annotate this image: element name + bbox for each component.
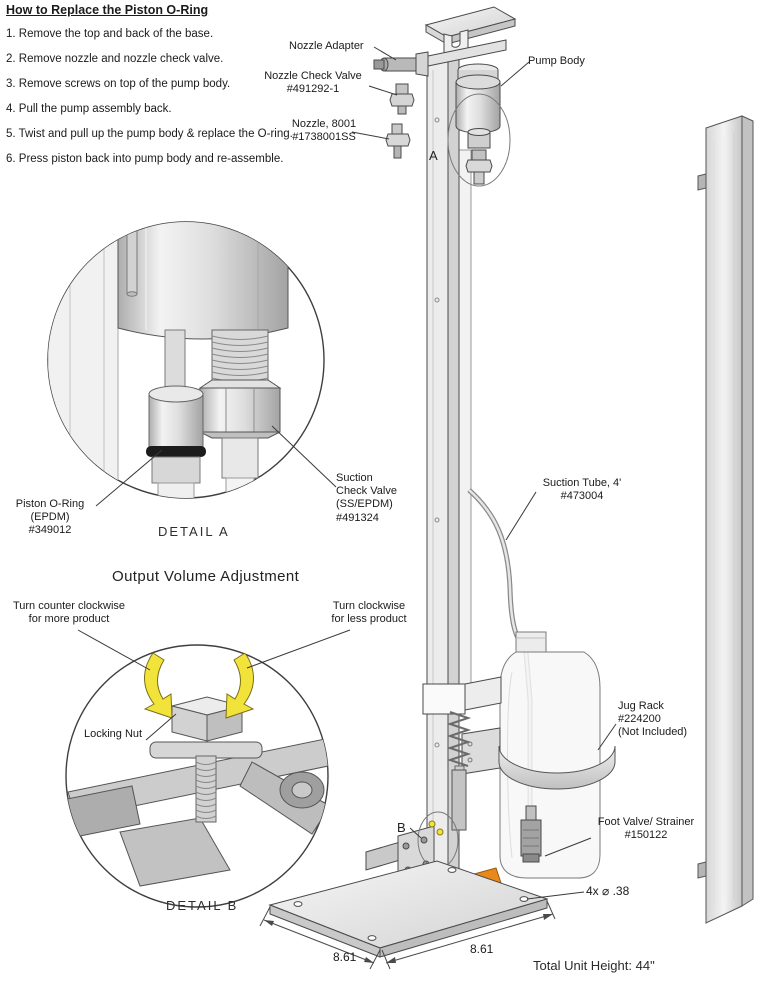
suction-check-valve-label: Suction Check Valve (SS/EPDM) #491324 <box>336 472 397 524</box>
piston-rod-tube <box>457 149 472 691</box>
spring-shape <box>446 711 472 767</box>
volume-adjustment-heading: Output Volume Adjustment <box>112 568 300 585</box>
piston-foot-shape <box>451 769 467 831</box>
detail-a-marker: A <box>429 148 438 163</box>
instruction-steps: 1. Remove the top and back of the base. … <box>6 28 293 178</box>
back-panel-illustration <box>697 115 754 924</box>
pump-body-label: Pump Body <box>528 55 585 67</box>
detail-a-illustration <box>47 221 337 507</box>
step-2: 2. Remove nozzle and nozzle check valve. <box>6 53 224 65</box>
counter-clockwise-label: Turn counter clockwise for more product <box>12 600 126 626</box>
detail-a-leaders <box>95 425 337 507</box>
jug-rack-label: Jug Rack #224200 (Not Included) <box>618 700 688 739</box>
clockwise-label: Turn clockwise for less product <box>331 600 407 626</box>
dim-left-label: 8.61 <box>333 950 357 964</box>
piston-housing-shape <box>117 222 289 340</box>
pump-block-shape <box>422 676 502 715</box>
nozzle-assembly <box>373 51 429 159</box>
rotate-ccw-arrow-icon <box>143 652 173 719</box>
foot-valve-shape <box>520 805 542 863</box>
pump-body-shape <box>455 63 501 185</box>
detail-b-illustration <box>65 629 351 908</box>
panel-hook-top <box>697 173 707 191</box>
piston-oring-label: Piston O-Ring (EPDM) #349012 <box>15 498 85 537</box>
nozzle-shape <box>391 123 403 135</box>
pump-stand-illustration <box>259 6 617 970</box>
step-1: 1. Remove the top and back of the base. <box>6 28 214 40</box>
column-front-face <box>426 59 449 876</box>
detail-b-caption: DETAIL B <box>166 898 239 913</box>
base-plate-shape <box>268 860 549 958</box>
rotate-cw-arrow-icon <box>225 652 255 719</box>
jug-rack-shape <box>461 727 616 790</box>
holes-label: 4x ⌀ .38 <box>586 884 630 898</box>
nozzle-adapter-label: Nozzle Adapter <box>289 40 364 52</box>
total-height-label: Total Unit Height: 44" <box>533 958 655 973</box>
nozzle-label: Nozzle, 8001 #1738001SS <box>291 118 357 144</box>
page-title: How to Replace the Piston O-Ring <box>6 3 209 17</box>
detail-b-marker: B <box>397 820 406 835</box>
panel-hook-bottom <box>697 861 707 879</box>
suction-check-valve-shape <box>198 329 282 498</box>
nozzle-check-valve-shape <box>395 83 409 95</box>
detail-b-leaders <box>77 629 351 741</box>
step-3: 3. Remove screws on top of the pump body… <box>6 78 231 90</box>
piston-shape <box>146 329 206 498</box>
detail-a-callout-ellipse <box>447 93 511 187</box>
step-5: 5. Twist and pull up the pump body & rep… <box>6 128 293 140</box>
foot-valve-label: Foot Valve/ Strainer #150122 <box>597 816 695 842</box>
suction-tube-label: Suction Tube, 4' #473004 <box>542 477 622 503</box>
piston-o-ring-shape <box>146 446 206 457</box>
jug-shape <box>499 631 601 879</box>
detail-a-caption: DETAIL A <box>158 524 230 539</box>
nozzle-check-valve-label: Nozzle Check Valve #491292-1 <box>264 70 362 96</box>
leader-lines <box>351 46 617 900</box>
dim-right-label: 8.61 <box>470 942 494 956</box>
nozzle-adapter-shape <box>383 57 417 72</box>
step-6: 6. Press piston back into pump body and … <box>6 153 284 165</box>
step-4: 4. Pull the pump assembly back. <box>6 103 172 115</box>
column-side-face <box>447 56 460 876</box>
dimension-lines <box>259 900 556 970</box>
locking-nut-label: Locking Nut <box>84 728 143 740</box>
